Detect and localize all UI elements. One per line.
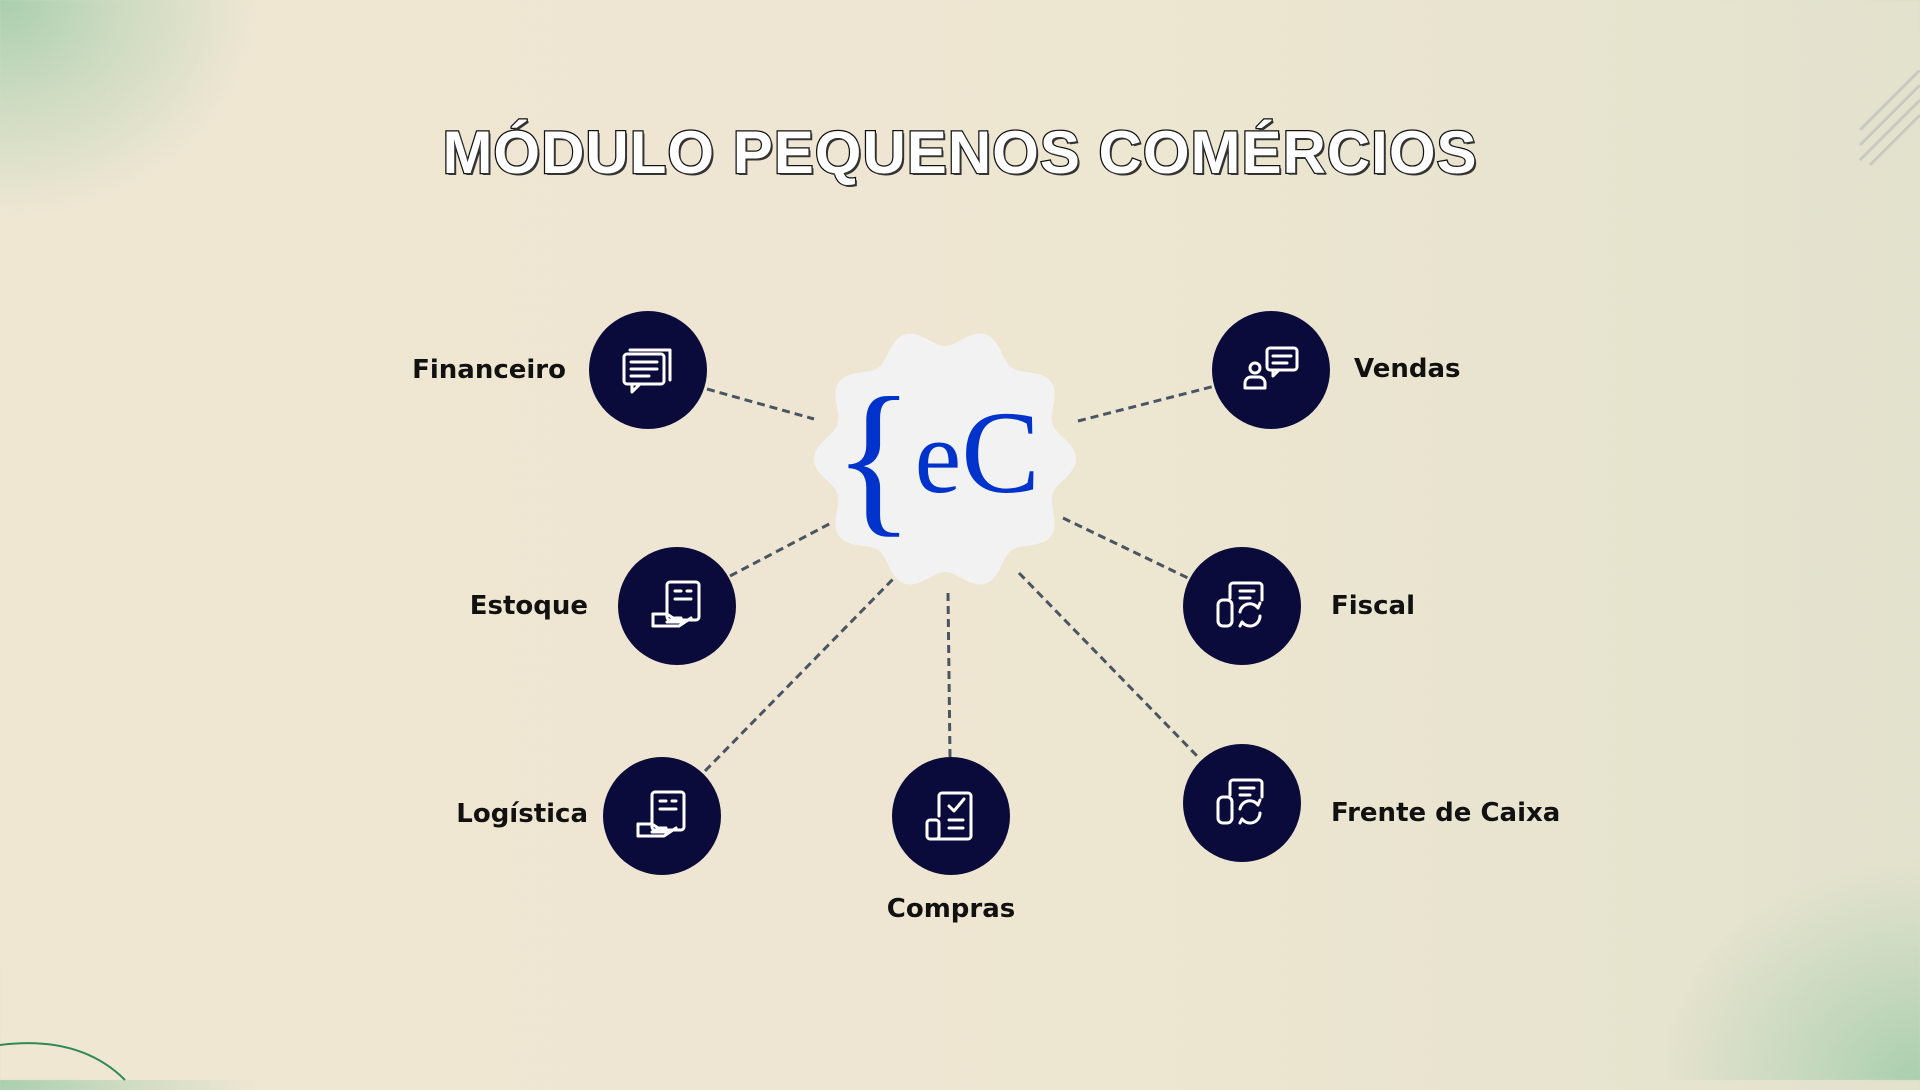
- module-label-compras: Compras: [886, 894, 1016, 924]
- document-exchange-icon: [1216, 581, 1264, 628]
- module-label-fiscal: Fiscal: [1331, 591, 1416, 621]
- module-label-logistica: Logística: [456, 799, 588, 829]
- user-chat-icon: [1243, 346, 1299, 390]
- module-label-vendas: Vendas: [1354, 354, 1461, 384]
- ec-logo: {eC: [814, 333, 1076, 585]
- module-logistica[interactable]: [603, 757, 721, 875]
- logo-lettering: {eC: [833, 363, 1040, 551]
- module-frente-de-caixa[interactable]: [1183, 744, 1301, 862]
- connector-estoque: [729, 520, 834, 578]
- module-vendas[interactable]: [1212, 311, 1330, 429]
- connector-financeiro: [706, 387, 815, 421]
- module-compras[interactable]: [892, 757, 1010, 875]
- connector-compras: [946, 592, 952, 758]
- chat-document-icon: [622, 348, 672, 394]
- page-title: MÓDULO PEQUENOS COMÉRCIOS: [441, 118, 1478, 188]
- connector-fiscal: [1062, 516, 1191, 581]
- checklist-icon: [925, 791, 973, 841]
- module-fiscal[interactable]: [1183, 547, 1301, 665]
- hand-document-icon: [651, 580, 701, 628]
- decorative-stripes: [1858, 70, 1920, 167]
- module-financeiro[interactable]: [589, 311, 707, 429]
- connector-frente-de-caixa: [1017, 571, 1202, 761]
- module-estoque[interactable]: [618, 547, 736, 665]
- document-exchange-icon: [1216, 778, 1264, 825]
- module-label-estoque: Estoque: [469, 591, 588, 621]
- connector-vendas: [1077, 384, 1216, 423]
- module-label-financeiro: Financeiro: [412, 355, 566, 385]
- decorative-curve: [0, 1042, 126, 1081]
- connector-logistica: [703, 574, 898, 773]
- module-label-frente-de-caixa: Frente de Caixa: [1331, 798, 1561, 828]
- hand-document-icon: [636, 790, 686, 838]
